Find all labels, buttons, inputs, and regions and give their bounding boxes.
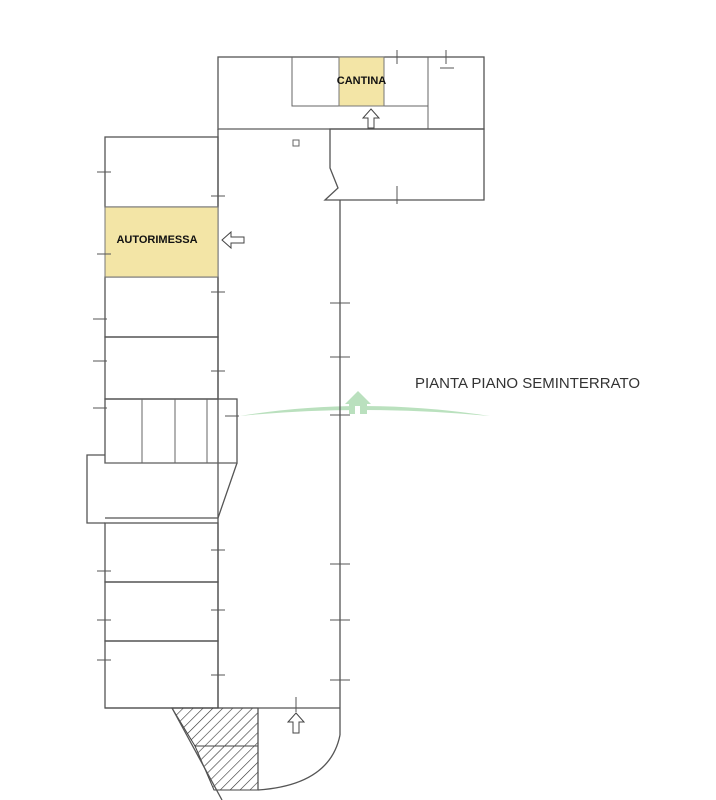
right-block	[292, 128, 485, 204]
arrow-up-icon	[361, 108, 381, 129]
angled-wall	[86, 454, 238, 524]
room-cantina: CANTINA	[337, 56, 387, 107]
room-autorimessa: AUTORIMESSA	[97, 206, 219, 278]
corridor	[217, 129, 350, 708]
house-watermark-icon	[240, 391, 490, 416]
plan-title: PIANTA PIANO SEMINTERRATO	[415, 375, 640, 392]
room-label-autorimessa: AUTORIMESSA	[116, 234, 197, 246]
left-boxes-lower	[97, 522, 225, 709]
arrow-left-icon	[221, 230, 245, 250]
bottom-entrance	[105, 697, 341, 800]
arrow-up-icon	[286, 712, 306, 734]
room-label-cantina: CANTINA	[337, 75, 387, 87]
cells-block	[93, 398, 239, 464]
